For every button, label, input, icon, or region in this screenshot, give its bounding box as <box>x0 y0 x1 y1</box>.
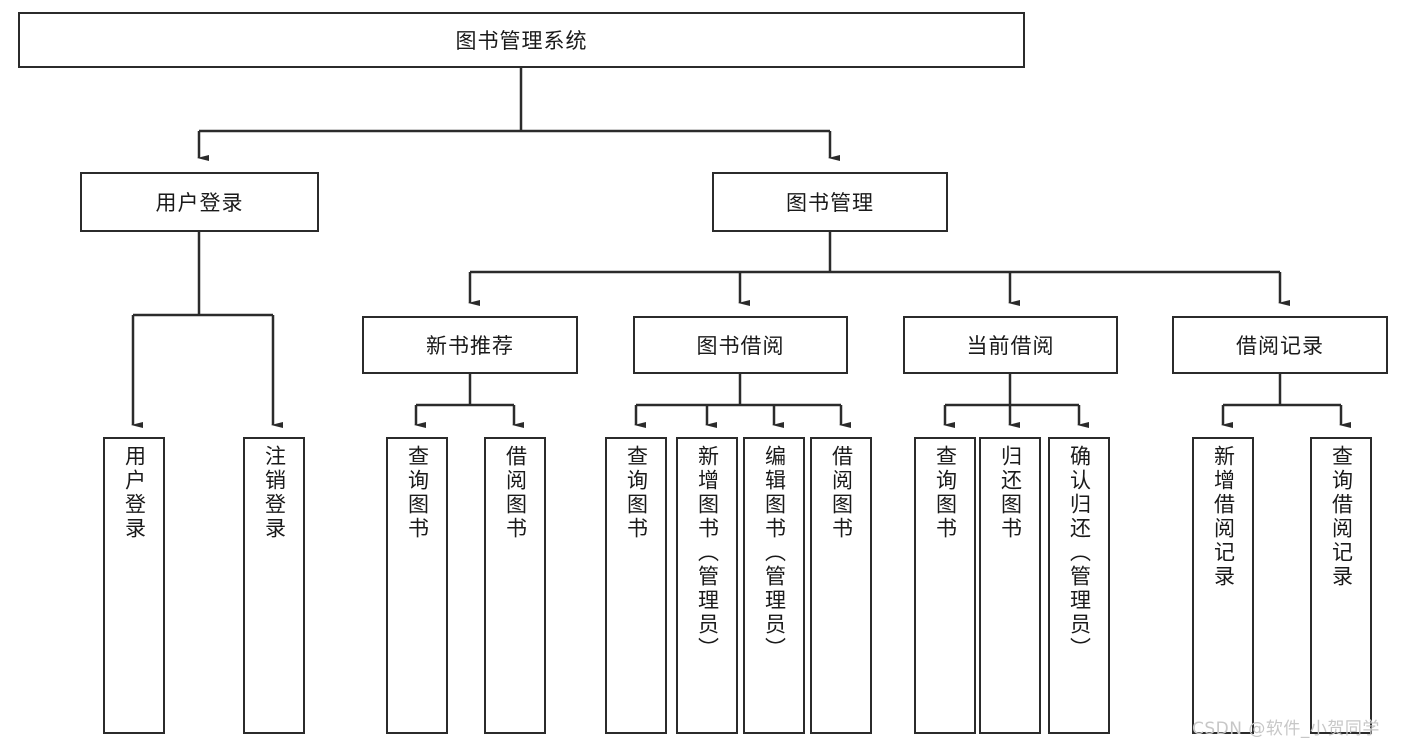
leaf-user-login-login[interactable]: 用户登录 <box>103 437 165 734</box>
leaf-current-borrow-confirm-return-admin[interactable]: 确认归还（管理员） <box>1048 437 1110 734</box>
leaf-current-borrow-query-book[interactable]: 查询图书 <box>914 437 976 734</box>
node-label: 用户登录 <box>122 445 147 541</box>
node-label: 注销登录 <box>262 445 287 541</box>
node-label: 借阅图书 <box>503 445 528 541</box>
node-label: 归还图书 <box>998 445 1023 541</box>
node-label: 当前借阅 <box>966 334 1055 358</box>
node-label: 图书借阅 <box>696 334 785 358</box>
node-label: 新增借阅记录 <box>1211 445 1236 589</box>
node-label: 查询借阅记录 <box>1329 445 1354 589</box>
node-label: 查询图书 <box>405 445 430 541</box>
leaf-book-borrow-borrow-book[interactable]: 借阅图书 <box>810 437 872 734</box>
leaf-book-borrow-add-book-admin[interactable]: 新增图书（管理员） <box>676 437 738 734</box>
node-new-book-recommend[interactable]: 新书推荐 <box>362 316 578 374</box>
csdn-watermark: CSDN @软件_小贺同学 <box>1192 719 1380 739</box>
leaf-borrow-records-query-record[interactable]: 查询借阅记录 <box>1310 437 1372 734</box>
node-borrow-records[interactable]: 借阅记录 <box>1172 316 1388 374</box>
node-current-borrow[interactable]: 当前借阅 <box>903 316 1118 374</box>
node-label: 借阅记录 <box>1236 334 1324 358</box>
leaf-borrow-records-add-record[interactable]: 新增借阅记录 <box>1192 437 1254 734</box>
node-book-borrow[interactable]: 图书借阅 <box>633 316 848 374</box>
leaf-new-book-borrow-book[interactable]: 借阅图书 <box>484 437 546 734</box>
node-label: 确认归还（管理员） <box>1067 445 1092 661</box>
node-label: 图书管理系统 <box>455 29 588 53</box>
node-label: 新书推荐 <box>426 334 514 358</box>
node-label: 编辑图书（管理员） <box>762 445 787 661</box>
leaf-book-borrow-query-book[interactable]: 查询图书 <box>605 437 667 734</box>
leaf-user-login-logout[interactable]: 注销登录 <box>243 437 305 734</box>
node-label: 查询图书 <box>624 445 649 541</box>
node-root-book-management-system[interactable]: 图书管理系统 <box>18 12 1025 68</box>
leaf-book-borrow-edit-book-admin[interactable]: 编辑图书（管理员） <box>743 437 805 734</box>
node-label: 图书管理 <box>786 191 874 215</box>
node-label: 查询图书 <box>933 445 958 541</box>
node-book-management[interactable]: 图书管理 <box>712 172 948 232</box>
leaf-current-borrow-return-book[interactable]: 归还图书 <box>979 437 1041 734</box>
node-label: 用户登录 <box>155 191 244 215</box>
leaf-new-book-query-book[interactable]: 查询图书 <box>386 437 448 734</box>
node-label: 新增图书（管理员） <box>695 445 720 661</box>
node-label: 借阅图书 <box>829 445 854 541</box>
node-user-login[interactable]: 用户登录 <box>80 172 319 232</box>
